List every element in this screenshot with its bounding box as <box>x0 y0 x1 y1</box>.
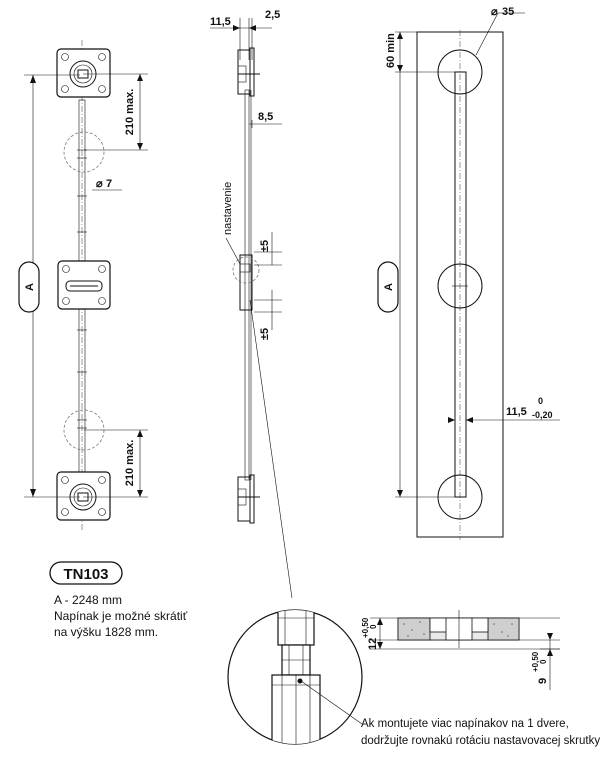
dim-12-tol-up: +0,50 <box>361 617 370 638</box>
dim-11-5: 11,5 <box>210 16 231 28</box>
diameter-symbol-35: ⌀ <box>491 6 498 18</box>
dim-pm5-b: ±5 <box>259 328 271 340</box>
dim-2-5: 2,5 <box>265 9 280 21</box>
model-line-1: A - 2248 mm <box>54 593 122 607</box>
middle-plate <box>57 260 111 310</box>
dim-12-tol-low: 0 <box>369 624 378 629</box>
front-view: A 210 max. ⌀ 7 210 max. <box>18 40 148 530</box>
dim-210-bottom: 210 max. <box>124 440 136 486</box>
dim-210-top: 210 max. <box>124 89 136 135</box>
detail-view: Ak montujete viac napínakov na 1 dvere, … <box>227 609 600 747</box>
dim-9-tol-low: 0 <box>539 659 548 664</box>
dim-60-min: 60 min <box>385 33 397 68</box>
note-line-1: Ak montujete viac napínakov na 1 dvere, <box>361 718 569 730</box>
dim-diameter-7: 7 <box>106 178 112 190</box>
dim-9: 9 <box>537 678 549 684</box>
section-view: 12 +0,50 0 9 +0,50 0 <box>361 610 560 690</box>
dim-a-left: A <box>24 283 36 291</box>
dim-12: 12 <box>367 638 379 650</box>
tol-minus-020: -0,20 <box>532 410 553 420</box>
model-line-2: Napínak je možné skrátiť <box>54 609 188 623</box>
dim-a-right: A <box>383 283 395 291</box>
model-info: TN103 A - 2248 mm Napínak je možné skrát… <box>49 561 188 639</box>
top-plate <box>56 48 111 98</box>
dim-9-tol-up: +0,50 <box>531 651 540 672</box>
model-name: TN103 <box>63 566 108 583</box>
bottom-plate <box>56 471 111 521</box>
model-line-3: na výšku 1828 mm. <box>54 625 158 639</box>
diameter-symbol-7: ⌀ <box>96 178 103 190</box>
dim-8-5: 8,5 <box>258 111 273 123</box>
tol-0: 0 <box>538 396 543 406</box>
label-nastavenie: nastavenie <box>222 182 234 235</box>
dim-pm5-a: ±5 <box>259 240 271 252</box>
note-line-2: dodržujte rovnakú rotáciu nastavovacej s… <box>361 735 600 747</box>
side-view: 11,5 2,5 8,5 nastavenie ±5 ±5 <box>210 9 293 599</box>
drilling-view: ⌀ 35 60 min A 11,5 0 -0,20 <box>377 6 560 540</box>
dim-11-5-tol: 11,5 <box>506 406 527 418</box>
dim-diameter-35: 35 <box>502 6 514 18</box>
